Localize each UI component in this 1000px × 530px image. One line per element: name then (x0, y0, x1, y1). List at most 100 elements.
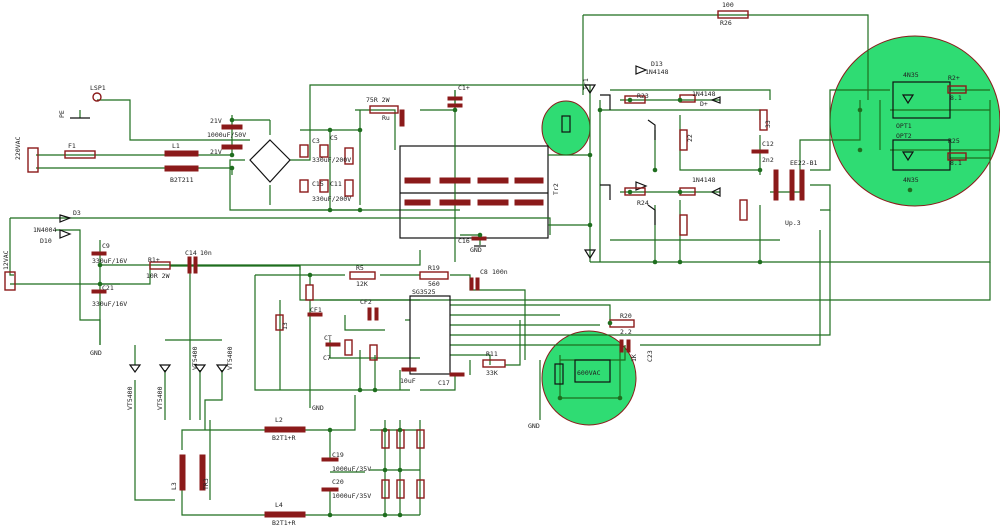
label-gnd3: GND (312, 404, 324, 412)
label-r20: R20 (620, 312, 632, 320)
label-c21: C21 (102, 284, 114, 292)
label-opt2-r: R25 (948, 137, 960, 145)
label-c17: C17 (438, 379, 450, 387)
label-c8-val: 100n (492, 268, 508, 276)
label-c14: C14 (185, 249, 197, 257)
label-l1: L1 (172, 142, 180, 150)
label-c8: C8 (480, 268, 488, 276)
label-r19-val: 560 (428, 280, 440, 288)
label-ac-in: 220VAC (14, 136, 22, 160)
label-ru: Ru (382, 114, 390, 122)
label-opt2: OPT2 (896, 132, 912, 140)
label-l2-part: B2T1+R (272, 434, 296, 442)
label-d3: D3 (73, 209, 81, 217)
label-zener4: VT5400 (226, 346, 234, 370)
label-c19: C19 (332, 451, 344, 459)
label-l4-part: B2T1+R (272, 519, 296, 527)
label-ee: EE22-B1 (790, 159, 817, 167)
label-opt2-v: 8.1 (950, 159, 962, 167)
label-opt1: OPT1 (896, 122, 912, 130)
label-caps2: 330uF/200V (312, 195, 351, 203)
label-c20-val: 1000uF/35V (332, 492, 371, 500)
label-r5-val: 12K (356, 280, 368, 288)
resistor-highlight (541, 100, 591, 156)
label-c10: 10uF (400, 377, 416, 385)
label-c20: C20 (332, 478, 344, 486)
label-ndlr: 600VAC (577, 369, 601, 377)
label-ic: SG3525 (412, 288, 436, 296)
label-tr2: Tr2 (552, 183, 560, 195)
label-zener1: VT5400 (126, 386, 134, 410)
label-r-top1: R23 (637, 92, 649, 100)
components (4, 10, 967, 518)
label-r1-val: 10R 2W (146, 272, 170, 280)
label-c14-val: 10n (200, 249, 212, 257)
label-c9: C9 (102, 242, 110, 250)
label-c5: C5 (330, 134, 338, 142)
label-opt1-part: 4N35 (903, 71, 919, 79)
label-r26-val: 100 (722, 1, 734, 9)
label-opt2-part: 4N35 (903, 176, 919, 184)
label-c2: CF2 (360, 298, 372, 306)
label-d3-part: 1N4004 (33, 226, 57, 234)
label-gnd1: GND (470, 246, 482, 254)
label-c-bulk1: 21V (210, 117, 222, 125)
label-r13: 13 (281, 322, 289, 330)
label-gnd4: GND (528, 422, 540, 430)
label-gnd2: GND (90, 349, 102, 357)
label-c12-val: 2n2 (762, 156, 774, 164)
label-r11: R11 (486, 350, 498, 358)
label-tr-out: TR3 (202, 478, 210, 490)
label-r1: R1+ (148, 256, 160, 264)
label-f1: F1 (68, 142, 76, 150)
label-v-r1: 22 (686, 134, 694, 142)
label-pe: PE (58, 110, 66, 118)
label-c9-val: 330uF/16V (92, 257, 127, 265)
label-c7: CT (324, 334, 332, 342)
label-lsp: LSP1 (90, 84, 106, 92)
label-rmain: 75R 2W (366, 96, 390, 104)
label-c3: C3 (312, 137, 320, 145)
label-c1: C1+ (458, 84, 470, 92)
label-r5: R5 (356, 264, 364, 272)
label-d13: D13 (651, 60, 663, 68)
label-cf1: CF1 (310, 306, 322, 314)
label-c-bulk-val: 1000uF/50V (207, 131, 246, 139)
labels: LSP1 PE 220VAC F1 L1 B2T211 21V 1000uF/5… (2, 1, 962, 527)
label-r19: R19 (428, 264, 440, 272)
label-opt1-r: R2+ (948, 74, 960, 82)
ac-output-highlight (541, 330, 637, 426)
label-d10: D10 (40, 237, 52, 245)
label-l3: L3 (170, 482, 178, 490)
label-l2: L2 (275, 416, 283, 424)
label-c-bulk2: 21V (210, 148, 222, 156)
label-c23: C23 (646, 350, 654, 362)
label-r20-val: 2.2 (620, 328, 632, 336)
label-c21-val: 330uF/16V (92, 300, 127, 308)
label-diode-top1: 1N4148 (645, 68, 669, 76)
label-tr-label: Up.3 (785, 219, 801, 227)
label-c16: C16 (458, 237, 470, 245)
label-r-ct: 1K (630, 354, 638, 362)
label-tr1: Tr1 (582, 78, 590, 90)
label-zener3: VT5400 (191, 346, 199, 370)
label-l1-part: B2T211 (170, 176, 194, 184)
label-r-top2: R24 (637, 199, 649, 207)
label-l4: L4 (275, 501, 283, 509)
label-v12: 12VAC (2, 250, 10, 270)
label-opt1-v: 8.1 (950, 94, 962, 102)
label-zener2: VT5400 (156, 386, 164, 410)
label-c11: C11 (330, 180, 342, 188)
label-caps1: 330uF/200V (312, 156, 351, 164)
label-r26: R26 (720, 19, 732, 27)
label-c19-val: 1000uF/35V (332, 465, 371, 473)
label-d-top: D+ (700, 100, 708, 108)
label-r11-val: 33K (486, 369, 498, 377)
label-v-r2: 33 (764, 120, 772, 128)
label-c7b: C7 (323, 354, 331, 362)
label-diode-top2: 1N4148 (692, 90, 716, 98)
label-c15: C15 (312, 180, 324, 188)
label-diode-top3: 1N4148 (692, 176, 716, 184)
